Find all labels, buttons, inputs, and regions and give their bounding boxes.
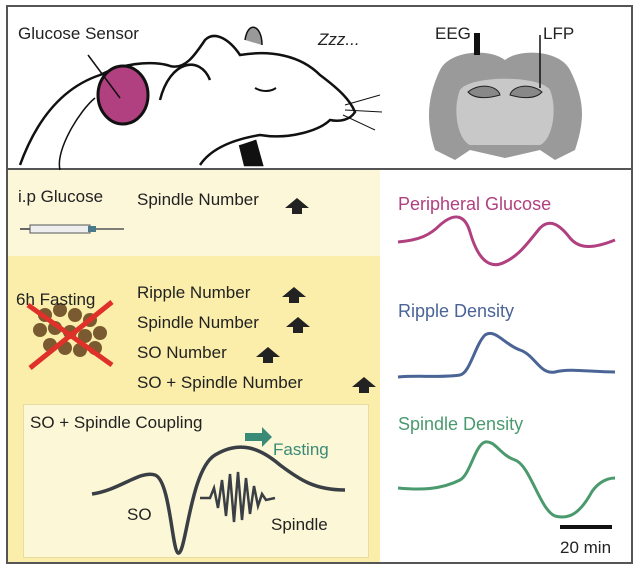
ip-title: i.p Glucose xyxy=(18,187,104,206)
peripheral-glucose-label: Peripheral Glucose xyxy=(398,194,552,214)
fasting-effect: SO Number xyxy=(137,343,227,362)
spindle-label: Spindle xyxy=(271,515,328,534)
eeg-label: EEG xyxy=(435,24,471,43)
fasting-title: 6h Fasting xyxy=(16,290,96,309)
arrow-up-icon xyxy=(286,317,310,333)
arrow-up-icon xyxy=(352,377,376,393)
so-spindle-waveform xyxy=(91,445,346,555)
lfp-label: LFP xyxy=(543,24,575,43)
ip-glucose-panel xyxy=(8,170,380,256)
figure-frame xyxy=(6,5,633,564)
peripheral-glucose-trace xyxy=(397,215,616,267)
fasting-effect: Ripple Number xyxy=(137,283,251,302)
sensor-label: Glucose Sensor xyxy=(18,24,139,43)
glucose-sensor-icon xyxy=(96,64,150,126)
fasting-shift-label: Fasting xyxy=(273,440,329,459)
arrow-up-icon xyxy=(256,347,280,363)
scale-bar-label: 20 min xyxy=(560,538,612,557)
syringe-icon xyxy=(20,224,124,234)
spindle-density-label: Spindle Density xyxy=(398,414,524,434)
shift-arrow-icon xyxy=(245,427,272,447)
brain-section-icon xyxy=(428,33,582,160)
ip-effect: Spindle Number xyxy=(137,190,259,209)
coupling-panel xyxy=(23,404,369,558)
fasting-effect: SO + Spindle Number xyxy=(137,373,303,392)
crossed-food-icon xyxy=(26,300,114,370)
spindle-density-trace xyxy=(397,440,616,519)
ripple-density-trace xyxy=(397,331,616,379)
sleep-text: Zzz... xyxy=(318,30,360,49)
ripple-density-label: Ripple Density xyxy=(398,301,515,321)
fasting-effect: Spindle Number xyxy=(137,313,259,332)
coupling-title: SO + Spindle Coupling xyxy=(30,413,203,432)
so-label: SO xyxy=(127,505,152,524)
arrow-up-icon xyxy=(282,287,306,303)
increase-arrows xyxy=(256,198,376,393)
arrow-up-icon xyxy=(285,198,309,214)
